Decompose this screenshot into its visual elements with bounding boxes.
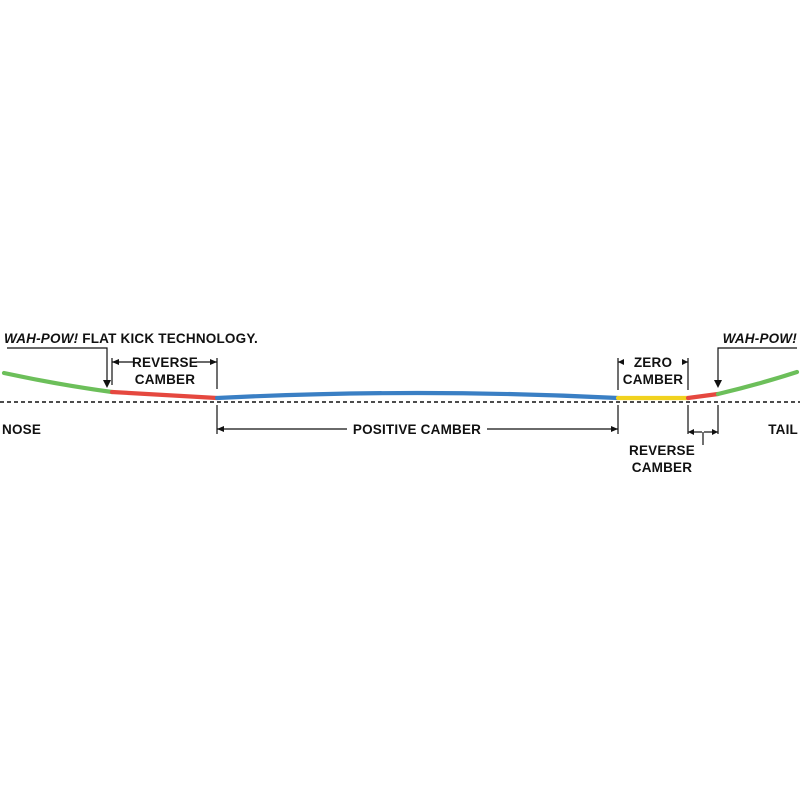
reverse-camber-right-label-line2: CAMBER: [632, 460, 692, 475]
board-segment-wah-pow-tail: [715, 369, 800, 397]
wah-pow-right-leader: [717, 347, 797, 382]
zero-camber-arrow-a: [618, 359, 624, 365]
wah-pow-right-label: WAH-POW!: [723, 331, 798, 346]
wah-pow-left-leader: [7, 347, 108, 382]
positive-camber-arrow-b: [611, 426, 618, 432]
wah-pow-left-arrow: [103, 380, 111, 388]
board-segment-positive-camber: [214, 390, 621, 401]
board-segment-reverse-camber-nose: [109, 389, 220, 401]
board-segment-reverse-camber-tail: [685, 391, 721, 401]
positive-camber-arrow-a: [217, 426, 224, 432]
reverse-camber-left-label-line2: CAMBER: [135, 372, 195, 387]
flat-kick-technology-text: FLAT KICK TECHNOLOGY.: [78, 331, 258, 346]
reverse-camber-left-arrow-b: [210, 359, 217, 365]
reverse-camber-right-label-line1: REVERSE: [629, 443, 695, 458]
zero-camber-arrow-b: [682, 359, 688, 365]
tail-label: TAIL: [768, 422, 798, 437]
positive-camber-label: POSITIVE CAMBER: [353, 422, 481, 437]
wah-pow-flat-kick-label: WAH-POW! FLAT KICK TECHNOLOGY.: [4, 331, 258, 346]
zero-camber-label-line1: ZERO: [634, 355, 672, 370]
zero-camber-label-line2: CAMBER: [623, 372, 683, 387]
wah-pow-left-italic: WAH-POW!: [4, 331, 79, 346]
reverse-camber-left-arrow-a: [112, 359, 119, 365]
reverse-camber-left-label-line1: REVERSE: [132, 355, 198, 370]
board-segment-wah-pow-nose: [1, 370, 115, 395]
nose-label: NOSE: [2, 422, 41, 437]
wah-pow-right-arrow: [714, 380, 722, 388]
reverse-camber-right-arrow-a: [688, 429, 694, 435]
reverse-camber-right-arrow-b: [712, 429, 718, 435]
